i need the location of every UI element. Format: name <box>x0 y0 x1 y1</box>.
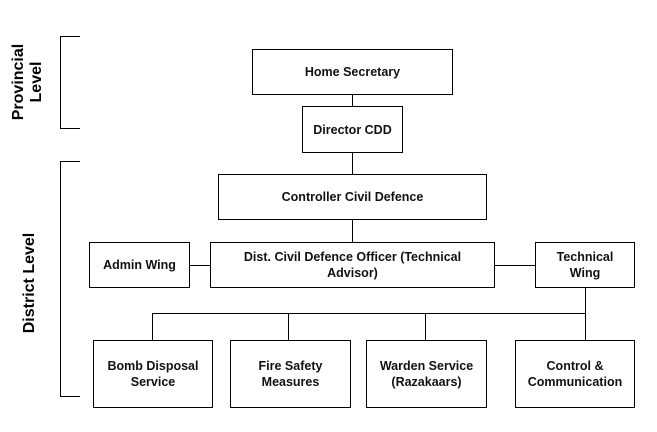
node-control-communication: Control & Communication <box>515 340 635 408</box>
node-label-line1: Dist. Civil Defence Officer (Technical <box>243 250 462 264</box>
node-label-line1: Warden Service <box>379 359 474 373</box>
provincial-bracket-top <box>60 36 80 37</box>
node-label-line2: Communication <box>527 375 623 389</box>
node-fire-safety-measures: Fire Safety Measures <box>230 340 351 408</box>
node-label-line2: (Razakaars) <box>391 375 462 389</box>
node-label-line2: Advisor) <box>327 266 378 280</box>
provincial-label-line2: Level <box>28 61 45 103</box>
connector-technical-down <box>585 287 586 341</box>
connector-home-director <box>352 94 353 107</box>
node-label-line1: Control & <box>546 359 604 373</box>
node-label: Director CDD <box>313 122 392 137</box>
node-label-line2: Wing <box>569 266 601 280</box>
node-technical-wing: Technical Wing <box>535 242 635 288</box>
node-label-line2: Service <box>130 375 176 389</box>
connector-fire <box>288 313 289 341</box>
node-label-line1: Bomb Disposal <box>107 359 199 373</box>
provincial-bracket-vertical <box>60 36 61 129</box>
node-bomb-disposal-service: Bomb Disposal Service <box>93 340 213 408</box>
district-bracket-vertical <box>60 161 61 397</box>
connector-bomb <box>152 313 153 341</box>
provincial-label-line1: Provincial <box>10 43 27 121</box>
district-level-label: District Level <box>21 223 39 343</box>
node-director-cdd: Director CDD <box>302 106 403 153</box>
node-label: Admin Wing <box>103 258 176 272</box>
node-label-line1: Technical <box>556 250 614 264</box>
node-label-line1: Fire Safety <box>258 359 323 373</box>
node-home-secretary: Home Secretary <box>252 49 453 95</box>
provincial-level-label: Provincial Level <box>10 42 46 122</box>
node-dist-civil-defence-officer: Dist. Civil Defence Officer (Technical A… <box>210 242 495 288</box>
node-controller-civil-defence: Controller Civil Defence <box>218 174 487 220</box>
connector-warden <box>425 313 426 341</box>
connector-controller-dcdo <box>352 219 353 243</box>
node-label: Controller Civil Defence <box>281 190 424 204</box>
node-admin-wing: Admin Wing <box>89 242 190 288</box>
connector-dcdo-technical <box>494 265 536 266</box>
connector-horizontal-bus <box>152 313 586 314</box>
district-bracket-top <box>60 161 80 162</box>
node-warden-service: Warden Service (Razakaars) <box>366 340 487 408</box>
provincial-bracket-bottom <box>60 128 80 129</box>
district-bracket-bottom <box>60 396 80 397</box>
node-label-line2: Measures <box>261 375 320 389</box>
district-label-text: District Level <box>21 232 38 334</box>
connector-admin-dcdo <box>189 265 210 266</box>
connector-director-controller <box>352 152 353 175</box>
node-label: Home Secretary <box>304 65 401 79</box>
